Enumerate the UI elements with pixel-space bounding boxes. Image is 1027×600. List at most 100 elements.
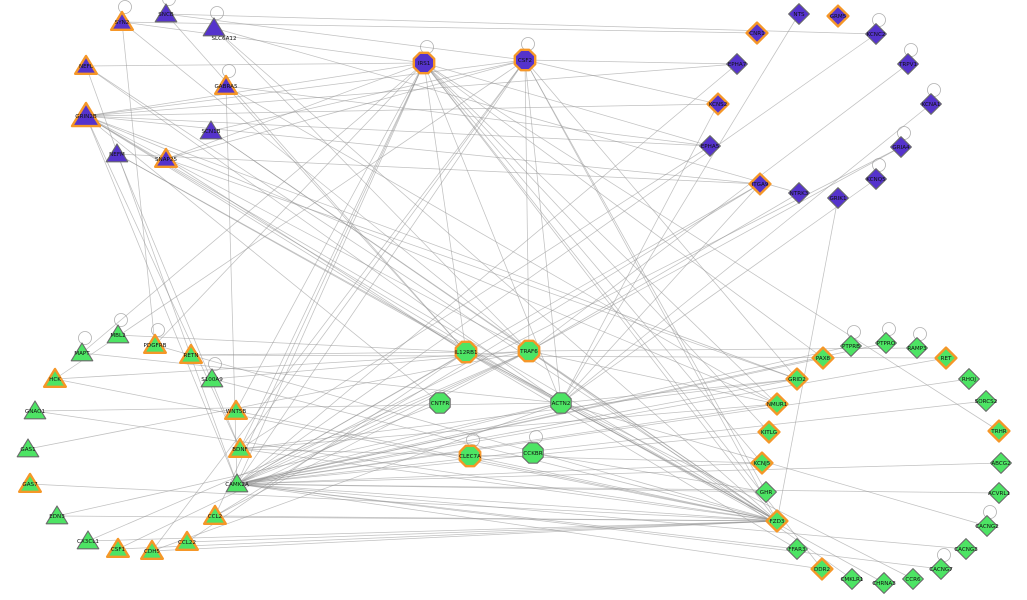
node-kcnj5[interactable]: KCNJ5 — [750, 451, 774, 475]
triangle-shape[interactable] — [70, 101, 102, 128]
node-ramp3[interactable]: RAMP3 — [906, 337, 928, 359]
node-kcns2[interactable]: KCNS2 — [706, 92, 730, 116]
triangle-shape[interactable] — [106, 324, 130, 344]
node-gnao1[interactable]: GNAO1 — [23, 400, 47, 420]
diamond-shape[interactable] — [955, 538, 977, 560]
node-grik1[interactable]: GRIK1 — [827, 187, 849, 209]
diamond-shape[interactable] — [788, 3, 810, 25]
node-syn2[interactable]: SYN2 — [109, 10, 135, 31]
node-pdgfrb[interactable]: PDGFRB — [142, 333, 168, 354]
node-scn1b[interactable]: SCN1B — [199, 120, 223, 140]
node-sorcs2[interactable]: SORCS2 — [975, 390, 998, 412]
node-cacng7[interactable]: CACNG7 — [929, 558, 953, 580]
node-clec7a[interactable]: CLEC7A — [458, 444, 482, 468]
diamond-shape[interactable] — [976, 515, 998, 537]
node-kcnc2[interactable]: KCNC2 — [865, 23, 887, 45]
diamond-shape[interactable] — [750, 451, 774, 475]
node-cacng2[interactable]: CACNG2 — [975, 515, 999, 537]
node-ghr[interactable]: GHR — [755, 481, 777, 503]
octagon-shape[interactable] — [454, 340, 478, 364]
node-cx3cl1[interactable]: CX3CL1 — [76, 530, 100, 550]
node-actn2[interactable]: ACTN2 — [550, 392, 572, 414]
node-ret[interactable]: RET — [934, 346, 958, 370]
node-cnr1[interactable]: CNR1 — [745, 21, 769, 45]
node-nefl[interactable]: NEFL — [73, 54, 99, 76]
node-traf6[interactable]: TRAF6 — [517, 339, 541, 363]
octagon-shape[interactable] — [522, 442, 544, 464]
node-nts[interactable]: NTS — [788, 3, 810, 25]
node-ddr2[interactable]: DDR2 — [810, 557, 834, 581]
node-epha7[interactable]: EPHA7 — [726, 53, 748, 75]
diamond-shape[interactable] — [987, 419, 1011, 443]
node-cdh5[interactable]: CDH5 — [139, 539, 165, 560]
triangle-shape[interactable] — [45, 505, 69, 525]
diamond-shape[interactable] — [934, 346, 958, 370]
node-sncb[interactable]: SNCB — [154, 3, 178, 23]
triangle-shape[interactable] — [139, 539, 165, 560]
diamond-shape[interactable] — [785, 367, 809, 391]
diamond-shape[interactable] — [699, 135, 721, 157]
diamond-shape[interactable] — [988, 482, 1010, 504]
triangle-shape[interactable] — [142, 333, 168, 354]
triangle-shape[interactable] — [213, 74, 239, 96]
node-grm5[interactable]: GRM5 — [826, 4, 850, 28]
diamond-shape[interactable] — [865, 23, 887, 45]
triangle-shape[interactable] — [105, 537, 131, 558]
triangle-shape[interactable] — [199, 120, 223, 140]
diamond-shape[interactable] — [726, 53, 748, 75]
triangle-shape[interactable] — [18, 472, 42, 493]
diamond-shape[interactable] — [748, 172, 772, 196]
triangle-shape[interactable] — [76, 530, 100, 550]
node-kcnq5[interactable]: KCNQ5 — [865, 168, 887, 190]
node-ccl2[interactable]: CCL2 — [202, 504, 228, 525]
diamond-shape[interactable] — [990, 452, 1012, 474]
triangle-shape[interactable] — [202, 504, 228, 525]
diamond-shape[interactable] — [755, 481, 777, 503]
triangle-shape[interactable] — [202, 17, 226, 37]
node-gas7[interactable]: GAS7 — [18, 472, 42, 493]
node-nefm[interactable]: NEFM — [105, 143, 129, 163]
node-slc6a12[interactable]: SLC6A12 — [202, 17, 237, 42]
node-epha5[interactable]: EPHA5 — [699, 135, 721, 157]
triangle-shape[interactable] — [43, 367, 68, 388]
diamond-shape[interactable] — [765, 392, 789, 416]
node-ffar3[interactable]: FFAR3 — [786, 538, 808, 560]
diamond-shape[interactable] — [890, 136, 912, 158]
octagon-shape[interactable] — [458, 444, 482, 468]
node-ptpro[interactable]: PTPRO — [875, 332, 897, 354]
node-ccr6[interactable]: CCR6 — [902, 568, 924, 590]
node-irs1[interactable]: IRS1 — [412, 51, 436, 75]
node-ptprb[interactable]: PTPRB — [840, 335, 862, 357]
triangle-shape[interactable] — [109, 10, 135, 31]
diamond-shape[interactable] — [788, 182, 810, 204]
node-edn3[interactable]: EDN3 — [45, 505, 69, 525]
node-csf1[interactable]: CSF1 — [105, 537, 131, 558]
triangle-shape[interactable] — [105, 143, 129, 163]
diamond-shape[interactable] — [906, 337, 928, 359]
node-itga9[interactable]: ITGA9 — [748, 172, 772, 196]
node-csf2[interactable]: CSF2 — [513, 48, 537, 72]
diamond-shape[interactable] — [840, 335, 862, 357]
diamond-shape[interactable] — [786, 538, 808, 560]
diamond-shape[interactable] — [875, 332, 897, 354]
diamond-shape[interactable] — [826, 4, 850, 28]
triangle-shape[interactable] — [227, 437, 253, 458]
diamond-shape[interactable] — [865, 168, 887, 190]
node-cacng3[interactable]: CACNG3 — [954, 538, 978, 560]
triangle-shape[interactable] — [16, 438, 40, 458]
node-chrna3[interactable]: CHRNA3 — [872, 572, 896, 594]
octagon-shape[interactable] — [412, 51, 436, 75]
node-mapt[interactable]: MAPT — [70, 342, 94, 362]
node-ntrk3[interactable]: NTRK3 — [788, 182, 810, 204]
diamond-shape[interactable] — [706, 92, 730, 116]
triangle-shape[interactable] — [225, 473, 249, 493]
node-kcna1[interactable]: KCNA1 — [920, 93, 942, 115]
triangle-shape[interactable] — [73, 54, 99, 76]
diamond-shape[interactable] — [841, 568, 863, 590]
triangle-shape[interactable] — [174, 530, 200, 551]
diamond-shape[interactable] — [745, 21, 769, 45]
diamond-shape[interactable] — [897, 53, 919, 75]
node-cntfr[interactable]: CNTFR — [429, 392, 451, 414]
node-rhoj[interactable]: RHOJ — [958, 368, 980, 390]
